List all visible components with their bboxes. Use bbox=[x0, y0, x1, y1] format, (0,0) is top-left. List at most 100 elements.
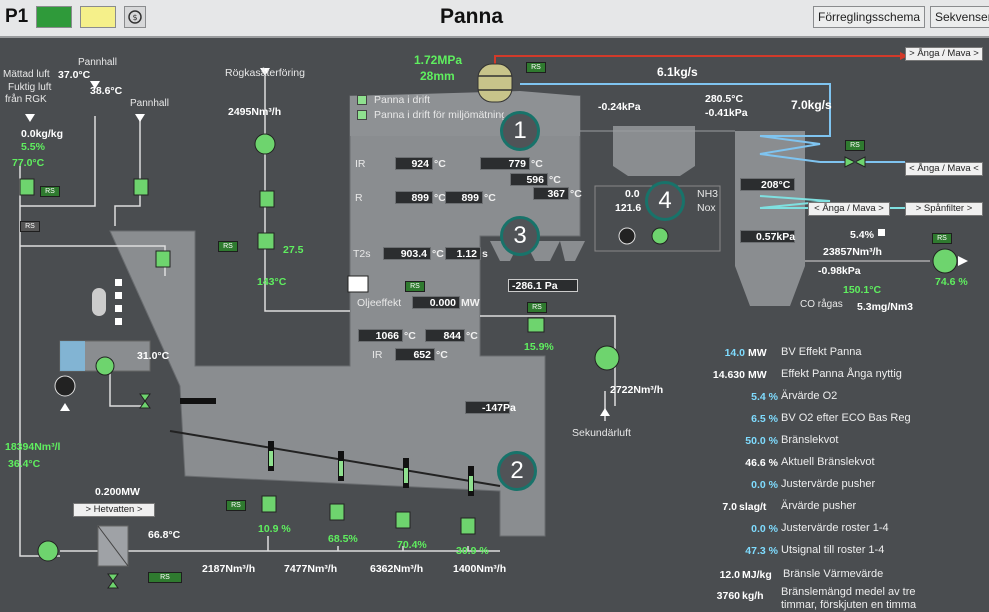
t2s-time: 1.12 bbox=[445, 247, 481, 260]
grate-flow-1: 2187Nm³/h bbox=[202, 563, 256, 575]
mattad-luft-temp: 37.0°C bbox=[58, 69, 91, 81]
nh3-pump1-icon bbox=[618, 227, 636, 245]
grate-green-3 bbox=[404, 468, 408, 483]
grate-green-4 bbox=[469, 476, 473, 491]
burner-icon bbox=[347, 275, 369, 293]
info-label: BV Effekt Panna bbox=[781, 346, 862, 358]
fan-rogkas-icon bbox=[254, 133, 276, 155]
temp-844: 844 bbox=[425, 329, 465, 342]
secondary-pct: 15.9% bbox=[524, 341, 554, 353]
grate-pct-1: 10.9 % bbox=[258, 523, 291, 535]
title-bar: P1 $ Panna Förreglingsschema Sekvenser bbox=[0, 0, 989, 38]
hetvatten-button[interactable]: > Hetvatten > bbox=[73, 503, 155, 517]
damper-rogkas-icon bbox=[259, 190, 275, 208]
info-value: 0.0 % bbox=[751, 479, 778, 491]
fuktig-luft-label: Fuktig luft bbox=[8, 82, 52, 93]
temp-mid: 38.6°C bbox=[90, 85, 123, 97]
blue-coil-line bbox=[759, 135, 821, 163]
grate-green-2 bbox=[339, 461, 343, 476]
indicator-square bbox=[878, 229, 885, 236]
info-label: Ärvärde O2 bbox=[781, 390, 838, 402]
forreglingsschema-button[interactable]: Förreglingsschema bbox=[813, 6, 926, 28]
info-unit: MJ/kg bbox=[742, 569, 772, 581]
ir-temp: 924 bbox=[395, 157, 433, 170]
ir-label: IR bbox=[355, 158, 366, 170]
flue-pressure: -0.98kPa bbox=[818, 265, 861, 277]
damper-3-icon bbox=[155, 250, 171, 268]
temp-899a: 899 bbox=[395, 191, 433, 204]
grate-flow-2: 7477Nm³/h bbox=[284, 563, 338, 575]
rs-badge: RS bbox=[932, 233, 952, 244]
sekvenser-button[interactable]: Sekvenser bbox=[930, 6, 989, 28]
red-steam-line bbox=[494, 55, 900, 66]
svg-text:$: $ bbox=[132, 13, 137, 22]
filter-hopper bbox=[613, 166, 695, 176]
fan-sekundar-icon bbox=[594, 345, 620, 371]
rs-badge: RS bbox=[527, 302, 547, 313]
status-yellow-button[interactable] bbox=[80, 6, 116, 28]
eco-temperature: 280.5°C bbox=[705, 93, 744, 105]
settings-icon[interactable]: $ bbox=[124, 6, 146, 28]
valve-steam-icon bbox=[844, 156, 866, 168]
info-value: 3760 bbox=[716, 590, 740, 602]
secondary-pressure: -286.1 Pa bbox=[508, 279, 578, 292]
damper-sec-icon bbox=[527, 317, 545, 333]
anga-mava-button[interactable]: < Ånga / Mava < bbox=[905, 162, 983, 176]
air-temp-left: 36.4°C bbox=[8, 458, 41, 470]
grate-flow-3: 6362Nm³/h bbox=[370, 563, 424, 575]
unit-c: °C bbox=[531, 158, 543, 170]
unit-c: °C bbox=[484, 192, 496, 204]
grate-hopper-2 bbox=[245, 441, 305, 476]
r-label: R bbox=[355, 192, 363, 204]
panna-i-drift-checkbox[interactable] bbox=[357, 95, 367, 105]
unit-c: °C bbox=[434, 192, 446, 204]
rogkas-label: Rögkasåterföring bbox=[225, 67, 305, 79]
pannhall-right-label: Pannhall bbox=[130, 98, 169, 109]
page-title: Panna bbox=[440, 5, 504, 28]
pannhall-top-label: Pannhall bbox=[78, 57, 117, 68]
humidity-kgkg: 0.0kg/kg bbox=[21, 128, 64, 140]
flue-temp: 150.1°C bbox=[843, 284, 882, 296]
callout-1: 1 bbox=[500, 111, 540, 151]
secondary-air-pipe bbox=[480, 315, 616, 406]
damper-rogkas2-icon bbox=[257, 232, 275, 250]
anga-mava-top-button[interactable]: > Ånga / Mava > bbox=[905, 47, 983, 61]
indicator-square bbox=[115, 305, 122, 312]
rogkas-value: 27.5 bbox=[283, 244, 304, 256]
anga-mava-button-2[interactable]: < Ånga / Mava > bbox=[808, 202, 890, 216]
air-pipe-top bbox=[20, 116, 96, 207]
damper-g1-icon bbox=[261, 495, 277, 513]
steam-flow-2: 7.0kg/s bbox=[791, 98, 832, 112]
eco-temp-208: 208°C bbox=[740, 178, 795, 191]
unit-mw: MW bbox=[461, 297, 480, 309]
damper-g2-icon bbox=[329, 503, 345, 521]
rs-badge: RS bbox=[845, 140, 865, 151]
panel-id: P1 bbox=[5, 6, 29, 27]
oil-tank-icon bbox=[92, 288, 106, 316]
grate-green-1 bbox=[269, 451, 273, 466]
hetvatten-mw: 0.200MW bbox=[95, 486, 140, 498]
grate-hopper-3 bbox=[300, 446, 360, 476]
callout-2: 2 bbox=[497, 451, 537, 491]
panna-miljo-checkbox[interactable] bbox=[357, 110, 367, 120]
damper-g4-icon bbox=[460, 517, 476, 535]
info-label: Justervärde roster 1-4 bbox=[781, 522, 889, 534]
info-label: Bränslemängd medel av tre bbox=[781, 586, 916, 598]
fan-preheater-icon bbox=[95, 356, 115, 376]
unit-c: °C bbox=[404, 330, 416, 342]
info-label: Effekt Panna Ånga nyttig bbox=[781, 368, 902, 380]
status-green-button[interactable] bbox=[36, 6, 72, 28]
callout-4: 4 bbox=[645, 181, 685, 221]
info-unit: slag/t bbox=[739, 501, 767, 513]
o2-value: 5.4% bbox=[850, 229, 874, 241]
grate-line bbox=[169, 430, 501, 487]
temp-77: 77.0°C bbox=[12, 157, 45, 169]
air-flow-left: 18394Nm³/l bbox=[5, 441, 61, 453]
unit-c: °C bbox=[549, 174, 561, 186]
info-label: Bränslekvot bbox=[781, 434, 839, 446]
spanfilter-button[interactable]: > Spånfilter > bbox=[905, 202, 983, 216]
info-label: Aktuell Bränslekvot bbox=[781, 456, 875, 468]
temp-367: 367 bbox=[533, 187, 569, 200]
drum-level: 28mm bbox=[420, 69, 455, 83]
oljeeffekt-label: Oljeeffekt bbox=[357, 297, 402, 309]
